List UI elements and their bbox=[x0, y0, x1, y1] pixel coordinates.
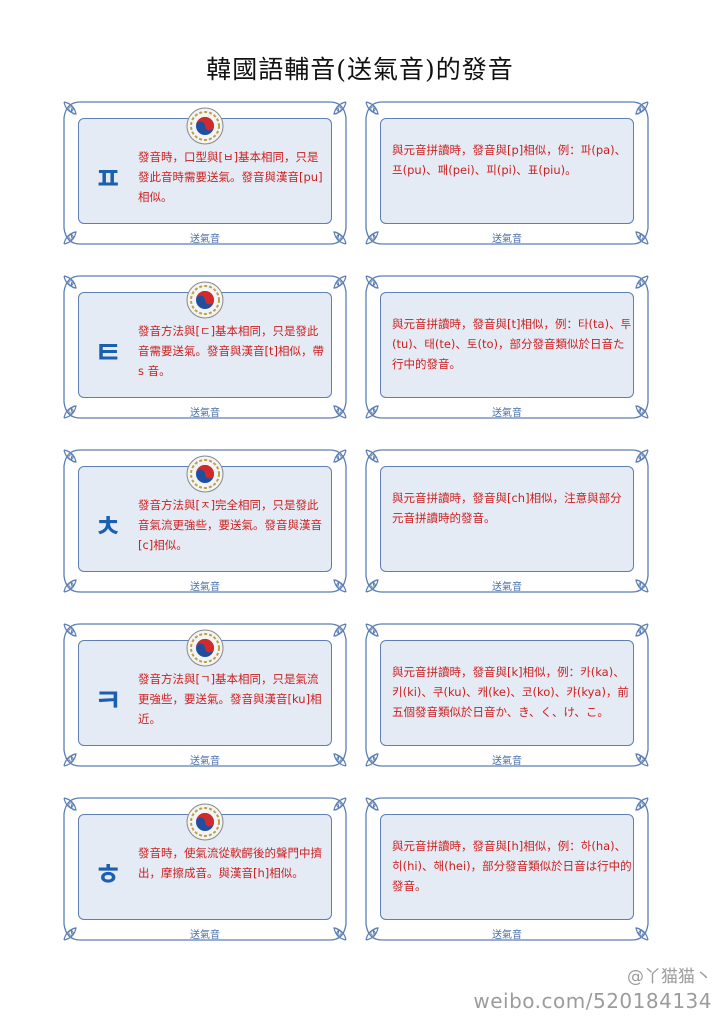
korean-emblem-icon bbox=[186, 803, 224, 841]
consonant-description: 發音方法與[ㄷ]基本相同，只是發此音需要送氣。發音與漢音[t]相似，帶 s 音。 bbox=[138, 324, 324, 378]
watermark: @丫猫猫丶 weibo.com/520184134 bbox=[473, 966, 712, 1014]
card-panel bbox=[380, 292, 634, 398]
card-panel bbox=[380, 466, 634, 572]
consonant-glyph: ㅍ bbox=[94, 162, 122, 197]
pronunciation-examples: 與元音拼讀時，發音與[p]相似，例：파(pa)、프(pu)、패(pei)、피(p… bbox=[392, 143, 627, 177]
card-caption: 送氣音 bbox=[190, 582, 220, 593]
consonant-description: 發音方法與[ㅈ]完全相同，只是發此音氣流更強些，要送氣。發音與漢音[c]相似。 bbox=[138, 498, 322, 552]
consonant-glyph: ㅋ bbox=[94, 684, 122, 719]
korean-emblem-icon bbox=[186, 455, 224, 493]
pronunciation-examples: 與元音拼讀時，發音與[ch]相似，注意與部分元音拼讀時的發音。 bbox=[392, 491, 622, 525]
card-caption: 送氣音 bbox=[492, 582, 522, 593]
watermark-handle: @丫猫猫丶 bbox=[627, 967, 712, 987]
card-caption: 送氣音 bbox=[492, 756, 522, 767]
example-card: 與元音拼讀時，發音與[t]相似，例：타(ta)、투(tu)、태(te)、토(to… bbox=[362, 272, 652, 422]
korean-emblem-icon bbox=[186, 281, 224, 319]
card-caption: 送氣音 bbox=[492, 408, 522, 419]
korean-emblem-icon bbox=[186, 629, 224, 667]
card-caption: 送氣音 bbox=[190, 234, 220, 245]
card-caption: 送氣音 bbox=[492, 234, 522, 245]
example-card: 與元音拼讀時，發音與[p]相似，例：파(pa)、프(pu)、패(pei)、피(p… bbox=[362, 98, 652, 248]
korean-emblem-icon bbox=[186, 107, 224, 145]
consonant-description: 發音方法與[ㄱ]基本相同，只是氣流更強些，要送氣。發音與漢音[ku]相近。 bbox=[138, 672, 322, 726]
consonant-description: 發音時，口型與[ㅂ]基本相同，只是發此音時需要送氣。發音與漢音[pu]相似。 bbox=[138, 150, 323, 204]
pronunciation-examples: 與元音拼讀時，發音與[k]相似，例：카(ka)、키(ki)、쿠(ku)、캐(ke… bbox=[392, 665, 629, 719]
card-caption: 送氣音 bbox=[492, 930, 522, 941]
page-title: 韓國語輔音(送氣音)的發音 bbox=[206, 55, 514, 84]
card-caption: 送氣音 bbox=[190, 408, 220, 419]
pronunciation-examples: 與元音拼讀時，發音與[h]相似，例：하(ha)、히(hi)、해(hei)，部分發… bbox=[392, 839, 632, 893]
consonant-glyph: ㅊ bbox=[94, 510, 122, 545]
card-panel bbox=[380, 814, 634, 920]
example-card: 與元音拼讀時，發音與[ch]相似，注意與部分元音拼讀時的發音。送氣音 bbox=[362, 446, 652, 596]
example-card: 與元音拼讀時，發音與[h]相似，例：하(ha)、히(hi)、해(hei)，部分發… bbox=[362, 794, 652, 944]
pronunciation-examples: 與元音拼讀時，發音與[t]相似，例：타(ta)、투(tu)、태(te)、토(to… bbox=[392, 317, 632, 371]
consonant-glyph: ㅎ bbox=[94, 858, 122, 893]
card-panel bbox=[380, 118, 634, 224]
consonant-description: 發音時，使氣流從軟齶後的聲門中擠出，摩擦成音。與漢音[h]相似。 bbox=[138, 846, 322, 880]
watermark-url: weibo.com/520184134 bbox=[473, 989, 712, 1013]
card-caption: 送氣音 bbox=[190, 756, 220, 767]
consonant-glyph: ㅌ bbox=[94, 336, 122, 371]
example-card: 與元音拼讀時，發音與[k]相似，例：카(ka)、키(ki)、쿠(ku)、캐(ke… bbox=[362, 620, 652, 770]
card-panel bbox=[380, 640, 634, 746]
card-caption: 送氣音 bbox=[190, 930, 220, 941]
